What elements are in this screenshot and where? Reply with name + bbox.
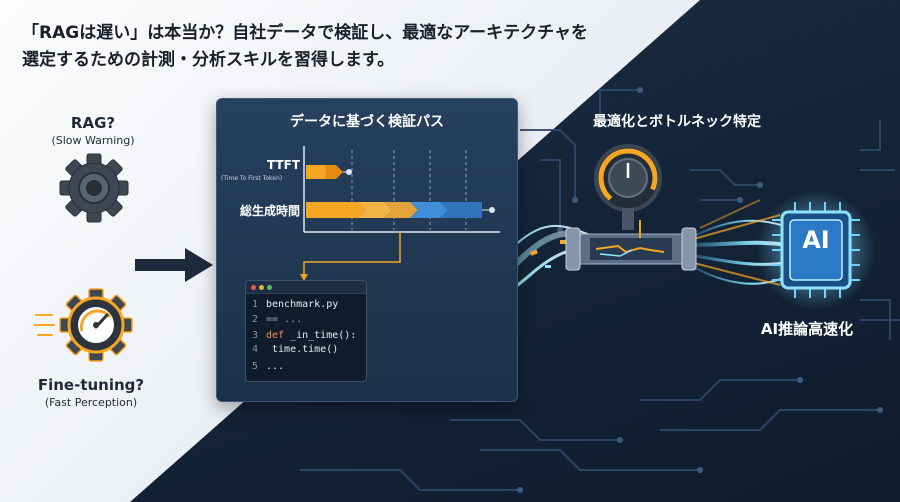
rag-label: RAG? (Slow Warning): [38, 114, 148, 147]
gauge-dial-illustration: [594, 144, 662, 230]
ai-chip-illustration: [756, 190, 876, 310]
fine-tuning-title: Fine-tuning?: [37, 376, 145, 394]
code-line-2: 2== ...: [252, 314, 303, 325]
rag-title: RAG?: [70, 114, 116, 132]
headline: 「RAGは遅い」は本当か？自社データで検証し、最適なアーキテクチャを 選定するた…: [22, 20, 662, 74]
fine-tuning-subtitle: (Fast Perception): [44, 396, 138, 409]
code-line-4: 4 time.time(): [252, 344, 339, 355]
gear-fast-icon: [34, 288, 133, 362]
ttft-label: TTFT: [266, 158, 300, 172]
headline-line-1: 「RAGは遅い」は本当か？自社データで検証し、最適なアーキテクチャを: [22, 23, 589, 43]
headline-line-2: 選定するための計測・分析スキルを習得します。: [22, 50, 395, 70]
window-dot-red: [251, 285, 256, 290]
fine-tuning-label: Fine-tuning? (Fast Perception): [26, 376, 156, 409]
pipe-illustration: [565, 220, 697, 271]
code-titlebar: [246, 281, 366, 294]
arrow-right-icon: [135, 248, 213, 282]
gear-slow-icon: [59, 153, 129, 223]
rag-subtitle: (Slow Warning): [51, 134, 135, 147]
ttft-subtitle: (Time To First Token): [221, 175, 283, 182]
window-dot-green: [267, 285, 272, 290]
ai-acceleration-label: AI推論高速化: [760, 320, 854, 338]
panel-title: データに基づく検証パス: [290, 114, 444, 130]
window-dot-yellow: [259, 285, 264, 290]
optimization-title: 最適化とボトルネック特定: [593, 114, 761, 130]
total-time-label: 総生成時間: [239, 204, 300, 218]
code-line-5: 5...: [252, 361, 285, 372]
ai-chip-text: AI: [802, 226, 830, 254]
